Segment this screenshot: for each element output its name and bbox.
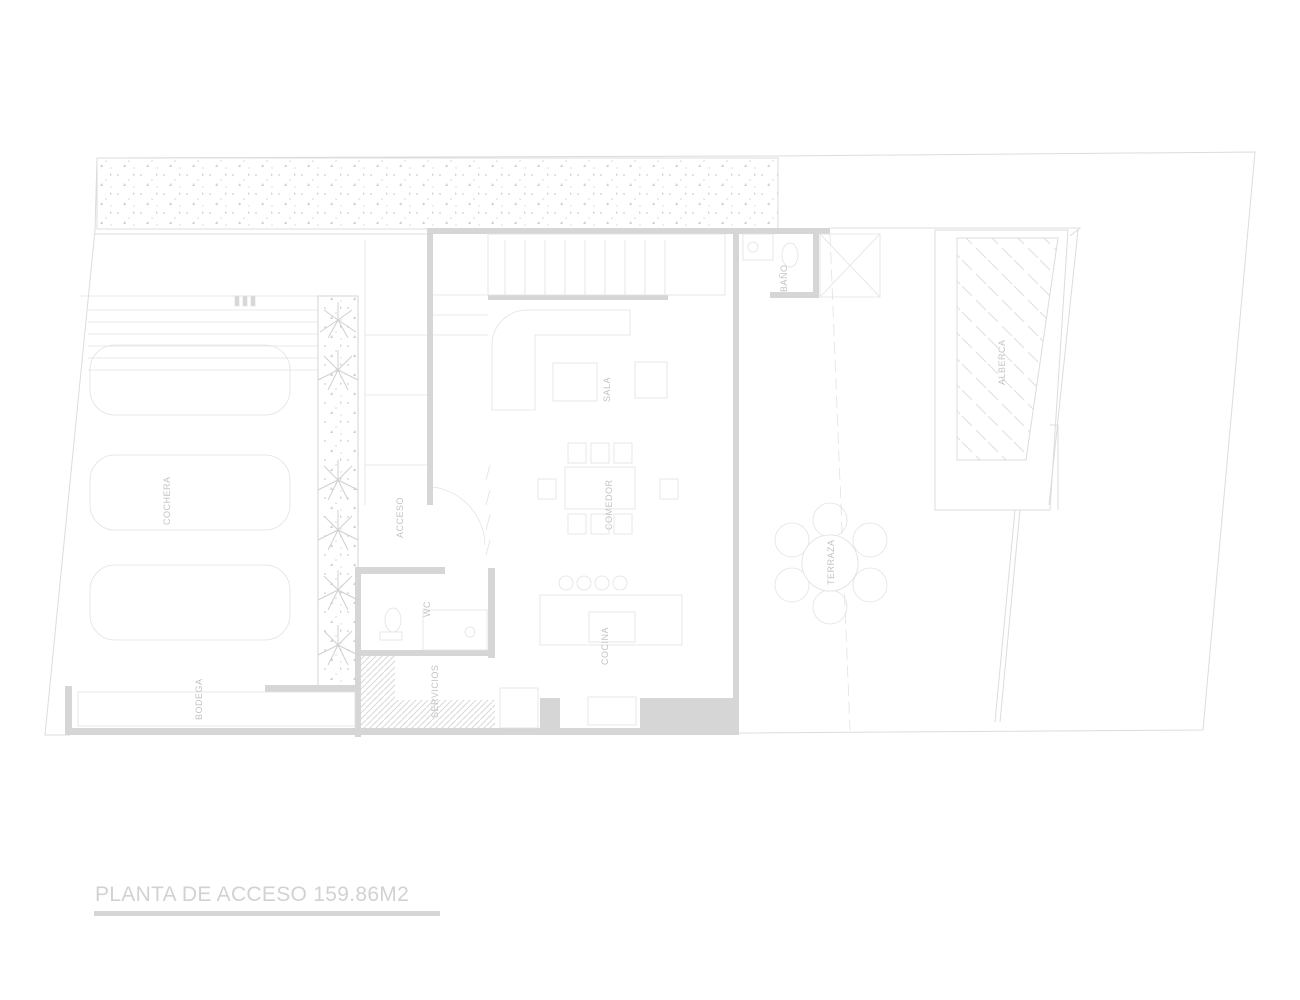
cocina-furniture [499, 575, 683, 729]
plan-title: PLANTA DE ACCESO 159.86M2 [95, 883, 410, 906]
label-servicios: SERVICIOS [430, 665, 440, 718]
sala-furniture [491, 309, 668, 411]
comedor-furniture [485, 442, 679, 556]
stairs [364, 233, 726, 505]
label-alberca: ALBERCA [997, 339, 1007, 385]
wc-fixtures [379, 486, 488, 651]
walls [65, 228, 830, 737]
servicios-hatch [361, 656, 395, 728]
label-terraza: TERRAZA [826, 539, 836, 585]
label-cocina: COCINA [600, 627, 610, 665]
servicios-hatch [395, 700, 495, 728]
site-boundary [44, 151, 1256, 736]
title-underline [94, 911, 440, 916]
label-comedor: COMEDOR [604, 480, 614, 531]
label-bano: BAÑO [779, 264, 789, 292]
gravel-strip [96, 157, 779, 230]
label-cochera: COCHERA [162, 476, 172, 525]
terraza-furniture [774, 233, 888, 731]
label-bodega: BODEGA [194, 678, 204, 720]
plants [317, 302, 359, 666]
label-wc: WC [422, 601, 432, 617]
garage-cars [80, 295, 318, 641]
alberca [830, 227, 1082, 723]
label-sala: SALA [602, 377, 612, 402]
label-acceso: ACCESO [395, 497, 405, 538]
planter [317, 295, 359, 689]
room-labels: COCHERA BODEGA ACCESO WC SERVICIOS SALA … [162, 264, 1007, 720]
bano-fixtures [742, 233, 881, 298]
